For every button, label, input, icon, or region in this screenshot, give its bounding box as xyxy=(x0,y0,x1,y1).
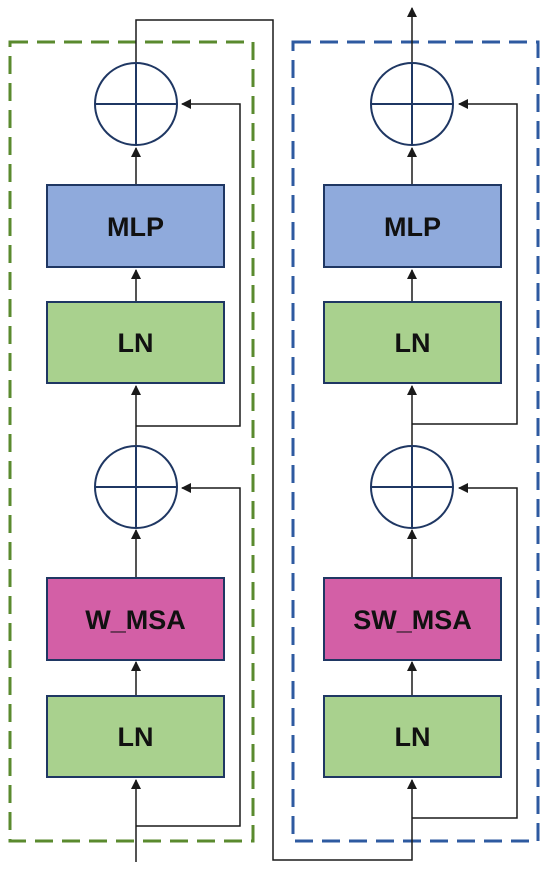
right-mlp-box: MLP xyxy=(323,184,502,268)
right-add-node-bottom xyxy=(370,445,454,529)
right-residual-connection-1 xyxy=(412,483,518,819)
left-residual-connection-2 xyxy=(136,99,241,427)
right-block xyxy=(407,7,518,819)
left-block-border xyxy=(8,40,255,843)
left-ln-bottom-label: LN xyxy=(118,722,154,752)
left-residual-connection-1 xyxy=(136,483,241,827)
left-msa-label: W_MSA xyxy=(85,605,186,635)
right-add-node-top xyxy=(370,62,454,146)
inter-block-connection xyxy=(135,19,417,861)
left-ln-bottom-box: LN xyxy=(46,695,225,778)
left-add-node-top xyxy=(94,62,178,146)
right-residual-connection-2 xyxy=(412,99,518,425)
left-ln-top-box: LN xyxy=(46,301,225,384)
right-ln-bottom-label: LN xyxy=(395,722,431,752)
left-mlp-box: MLP xyxy=(46,184,225,268)
left-msa-box: W_MSA xyxy=(46,577,225,661)
left-block xyxy=(131,99,241,862)
right-ln-bottom-box: LN xyxy=(323,695,502,778)
right-mlp-label: MLP xyxy=(384,212,441,242)
right-block-border xyxy=(291,40,540,843)
left-mlp-label: MLP xyxy=(107,212,164,242)
right-ln-top-box: LN xyxy=(323,301,502,384)
right-msa-box: SW_MSA xyxy=(323,577,502,661)
right-ln-top-label: LN xyxy=(395,328,431,358)
left-ln-top-label: LN xyxy=(118,328,154,358)
right-msa-label: SW_MSA xyxy=(353,605,472,635)
left-add-node-bottom xyxy=(94,445,178,529)
